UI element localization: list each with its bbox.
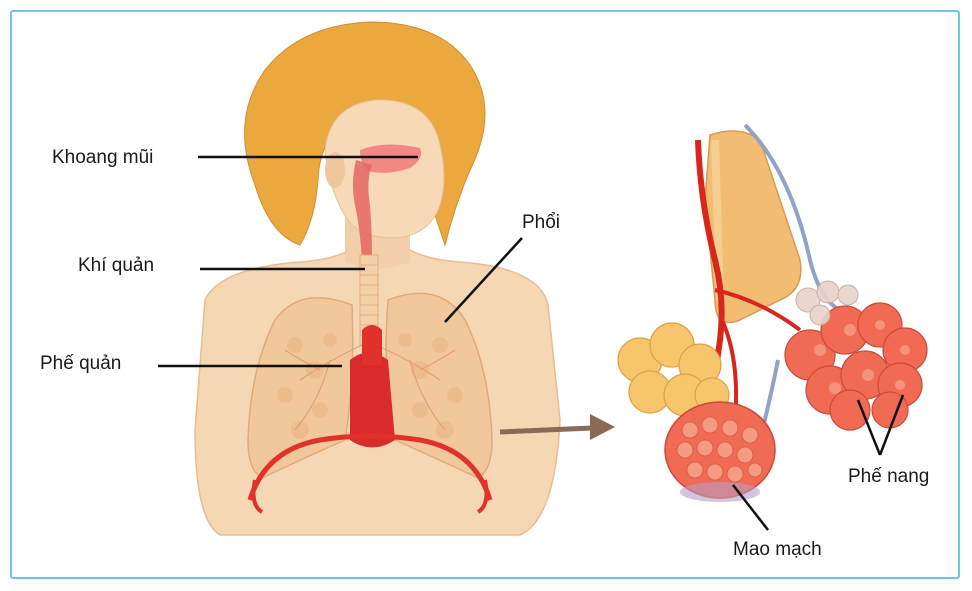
- human-figure: [195, 22, 560, 535]
- label-capillaries: Mao mạch: [733, 540, 822, 559]
- aorta: [362, 325, 382, 365]
- label-lung: Phổi: [522, 213, 560, 232]
- label-trachea: Khí quản: [78, 256, 154, 275]
- label-bronchus: Phế quản: [40, 354, 121, 373]
- heart: [350, 353, 395, 448]
- label-nasal-cavity: Khoang mũi: [52, 148, 153, 167]
- alveoli-detail: [618, 125, 927, 502]
- alveoli-cluster-red: [785, 303, 927, 430]
- alveoli-cluster-capillaries: [665, 402, 775, 502]
- label-alveoli: Phế nang: [848, 467, 929, 486]
